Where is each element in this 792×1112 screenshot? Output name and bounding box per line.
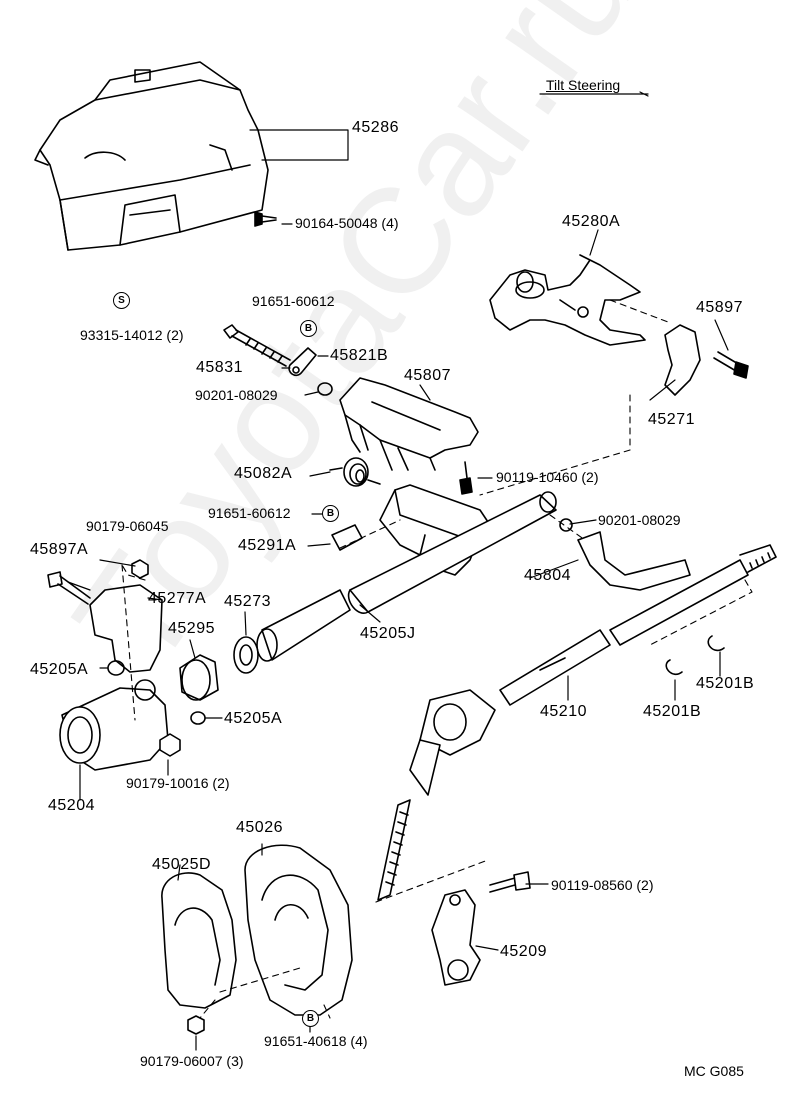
intermediate-shaft (377, 799, 411, 901)
label-90119-10460: 90119-10460 (2) (496, 469, 599, 485)
tilt-lever-45280a (489, 254, 646, 346)
nut-45205a-left (107, 660, 125, 676)
label-90179-06007: 90179-06007 (3) (140, 1053, 244, 1069)
label-91651-40618: 91651-40618 (4) (264, 1033, 368, 1049)
column-tube-45205j (347, 491, 557, 614)
label-90179-10016: 90179-10016 (2) (126, 775, 230, 791)
boot-45026 (244, 844, 353, 1016)
label-90201-08029-top: 90201-08029 (195, 387, 278, 403)
collar-45273-ring (233, 636, 259, 674)
plate-45291a (331, 524, 363, 551)
screw-90164 (254, 211, 277, 227)
housing-45204 (59, 679, 169, 771)
label-45205j: 45205J (360, 625, 416, 642)
bracket-45277a (89, 584, 163, 673)
snap-ring-45201b-a (665, 659, 683, 676)
label-90164-50048: 90164-50048 (4) (295, 215, 399, 231)
label-90201-08029-mid: 90201-08029 (598, 512, 681, 528)
bolt-90119-10460 (459, 461, 473, 495)
nut-90179-06007 (187, 1015, 205, 1035)
nut-45205a-right (190, 711, 206, 725)
diagram-title: Tilt Steering (546, 77, 621, 93)
symbol-b-badge-bottom: B (302, 1010, 319, 1027)
symbol-b-badge-mid: B (322, 505, 339, 522)
footer-code: MC G085 (684, 1063, 744, 1079)
universal-joint (409, 689, 496, 796)
nut-90179-10016 (159, 733, 181, 757)
label-45082a: 45082A (234, 465, 293, 482)
label-45897: 45897 (696, 299, 743, 316)
label-45201b-right: 45201B (696, 675, 755, 692)
label-45209: 45209 (500, 943, 547, 960)
label-45295: 45295 (168, 620, 215, 637)
tube-45273 (256, 589, 351, 662)
label-45897a: 45897A (30, 541, 89, 558)
clip-45821b (288, 347, 317, 377)
label-45804: 45804 (524, 567, 571, 584)
column-cover-45286 (34, 61, 269, 251)
joint-45209 (431, 889, 481, 986)
washer-90201b (559, 518, 573, 532)
label-45831: 45831 (196, 359, 243, 376)
label-45286: 45286 (352, 119, 399, 136)
label-91651-60612-top: 91651-60612 (252, 293, 335, 309)
snap-ring-45201b-b (707, 635, 725, 652)
symbol-s-badge: S (113, 292, 130, 309)
label-45277a: 45277A (148, 590, 207, 607)
bushing-45295 (179, 654, 219, 701)
label-45280a: 45280A (562, 213, 621, 230)
label-45026: 45026 (236, 819, 283, 836)
bracket-45804 (577, 531, 691, 591)
boot-cover-45025d (161, 872, 237, 1009)
leader-lines (67, 91, 729, 1051)
label-91651-60612-mid: 91651-60612 (208, 505, 291, 521)
label-45210: 45210 (540, 703, 587, 720)
bolt-90119-08560 (489, 871, 531, 893)
bolt-45831 (223, 324, 291, 367)
dashed-guide-lines (121, 299, 753, 1019)
label-45821b: 45821B (330, 347, 389, 364)
bolt-45897a (47, 571, 91, 605)
label-45291a: 45291A (238, 537, 297, 554)
washer-90201a (317, 382, 333, 396)
label-45271: 45271 (648, 411, 695, 428)
label-45201b-left: 45201B (643, 703, 702, 720)
shaft-45210 (499, 629, 611, 706)
label-45205a-right: 45205A (224, 710, 283, 727)
label-45807: 45807 (404, 367, 451, 384)
spring-45082a (329, 457, 381, 487)
label-45273: 45273 (224, 593, 271, 610)
lever-45271 (664, 324, 701, 396)
symbol-b-badge: B (300, 320, 317, 337)
bracket-45807 (339, 377, 479, 471)
label-93315-14012: 93315-14012 (2) (80, 327, 184, 343)
shaft-45210-upper (609, 544, 777, 646)
bolt-45897 (713, 351, 749, 379)
label-90119-08560: 90119-08560 (2) (551, 877, 654, 893)
label-45025d: 45025D (152, 856, 212, 873)
label-45205a-left: 45205A (30, 661, 89, 678)
nut-90179-06045 (131, 559, 149, 579)
label-45204: 45204 (48, 797, 95, 814)
label-90179-06045: 90179-06045 (86, 518, 169, 534)
